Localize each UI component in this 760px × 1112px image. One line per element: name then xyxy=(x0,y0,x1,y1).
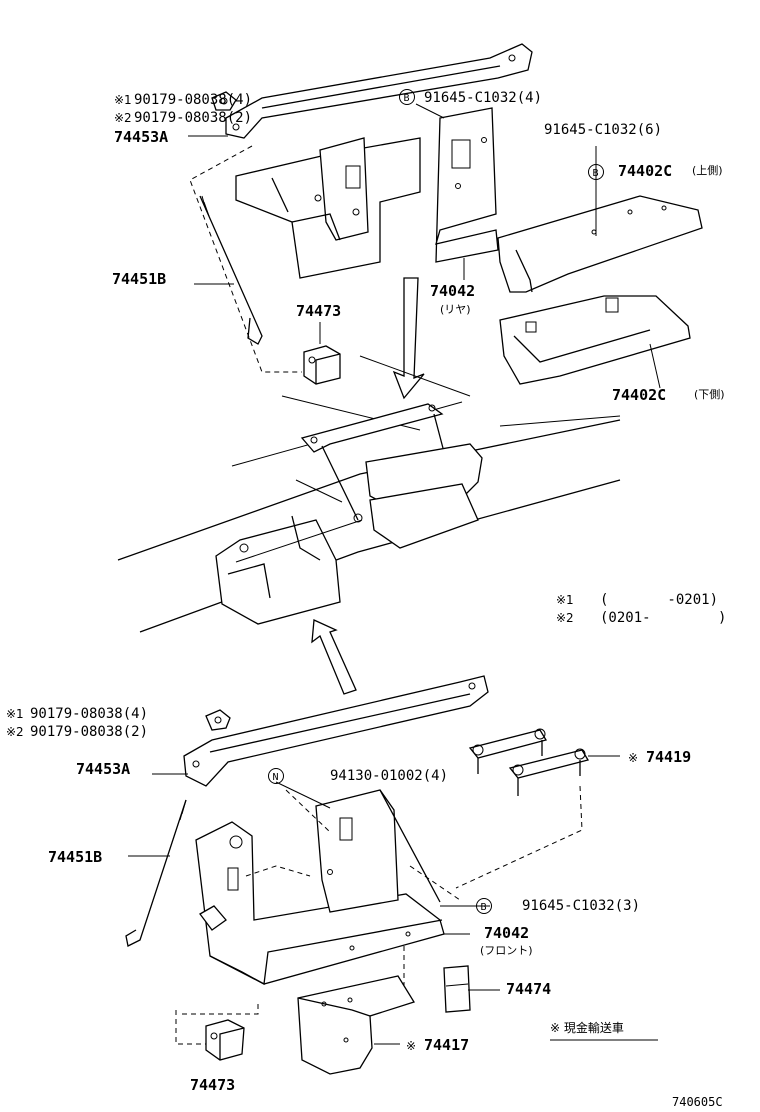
vehicle-frame-view xyxy=(117,355,621,695)
upper-clamp-b6-label: 91645-C1032(6) xyxy=(544,122,662,138)
lower-block-label: 74473 xyxy=(190,1076,235,1094)
legend-row2-mark: ※2 xyxy=(556,611,574,625)
upper-clamp-b6-circle xyxy=(588,164,604,180)
lower-bracket-drawing xyxy=(183,675,489,787)
upper-bolt-note1: 90179-08038(4) xyxy=(134,92,252,108)
upper-rod-label: 74451B xyxy=(112,270,166,288)
upper-clamp-b-circle xyxy=(399,89,415,105)
plate-label: 74419 xyxy=(646,748,691,766)
figure-code: 740605C xyxy=(672,1095,723,1109)
lower-bracket-label: 74453A xyxy=(76,760,130,778)
upper-bracket-label: 74453A xyxy=(114,128,168,146)
footnote-label: ※ 現金輸送車 xyxy=(550,1020,624,1035)
upper-bolt-note1-mark: ※1 xyxy=(114,93,132,107)
legend-row1-range: ( -0201) xyxy=(600,592,718,608)
front-carrier-drawing xyxy=(195,789,445,986)
upper-clamp-b6-circle-text: B xyxy=(593,168,599,179)
lower-clamp-b-circle xyxy=(476,898,492,914)
upper-clamp-b-label: 91645-C1032(4) xyxy=(424,90,542,106)
rear-carrier-drawing xyxy=(235,107,499,279)
lower-assembly-frame xyxy=(175,1004,259,1045)
upper-block-label: 74473 xyxy=(296,302,341,320)
lower-assembly xyxy=(125,675,590,1075)
tray-lower-label: 74402C xyxy=(612,386,666,404)
lower-rod-drawing xyxy=(125,799,187,947)
tray-upper-label: 74402C xyxy=(618,162,672,180)
cover-label: 74417 xyxy=(424,1036,469,1054)
lower-bolt-note2-mark: ※2 xyxy=(6,725,24,739)
up-arrow-drawing xyxy=(311,619,357,695)
tray-lower-drawing xyxy=(499,295,691,385)
lower-labels: ※1 90179-08038(4) ※2 90179-08038(2) 7445… xyxy=(6,706,723,1109)
lower-bolt-note1: 90179-08038(4) xyxy=(30,706,148,722)
leader-lines xyxy=(128,103,661,1045)
legend-row1-mark: ※1 xyxy=(556,593,574,607)
lower-bolt-note1-mark: ※1 xyxy=(6,707,24,721)
plate-mark: ※ xyxy=(628,751,638,765)
upper-assembly xyxy=(189,43,703,400)
nut-circle xyxy=(268,768,284,784)
upper-bracket-drawing xyxy=(225,43,533,139)
lower-clamp-b-label: 91645-C1032(3) xyxy=(522,898,640,914)
upper-bolt-note2: 90179-08038(2) xyxy=(134,110,252,126)
upper-bolt-note2-mark: ※2 xyxy=(114,111,132,125)
upper-clamp-b-circle-text: B xyxy=(404,93,410,104)
lower-clamp-b-circle-text: B xyxy=(481,902,487,913)
front-carrier-label: 74042 xyxy=(484,924,529,942)
plate-drawing xyxy=(468,728,590,796)
upper-labels: ※1 90179-08038(4) ※2 90179-08038(2) 7445… xyxy=(112,89,725,404)
tray-lower-note: (下側) xyxy=(694,388,725,401)
rear-carrier-note: (リヤ) xyxy=(440,303,471,316)
lower-bolt-note2: 90179-08038(2) xyxy=(30,724,148,740)
lower-nut-drawing xyxy=(205,709,231,731)
rear-carrier-label: 74042 xyxy=(430,282,475,300)
lower-rod-label: 74451B xyxy=(48,848,102,866)
cover-drawing xyxy=(297,975,415,1075)
tray-upper-note: (上側) xyxy=(692,164,723,177)
tray-upper-drawing xyxy=(497,195,703,293)
upper-assembly-frame xyxy=(189,145,302,373)
validity-legend: ※1 ( -0201) ※2 (0201- ) xyxy=(556,592,726,626)
upper-block-drawing xyxy=(303,345,341,385)
upper-rod-drawing xyxy=(199,195,263,345)
pad-label: 74474 xyxy=(506,980,551,998)
lower-block-drawing xyxy=(205,1019,245,1061)
front-carrier-note: (フロント) xyxy=(480,944,533,957)
nut-label: 94130-01002(4) xyxy=(330,768,448,784)
cover-mark: ※ xyxy=(406,1039,416,1053)
legend-row2-range: (0201- ) xyxy=(600,610,726,626)
pad-drawing xyxy=(443,965,471,1013)
upper-nut-drawing xyxy=(211,91,237,111)
down-arrow-drawing xyxy=(392,277,425,400)
nut-circle-text: N xyxy=(273,772,279,783)
